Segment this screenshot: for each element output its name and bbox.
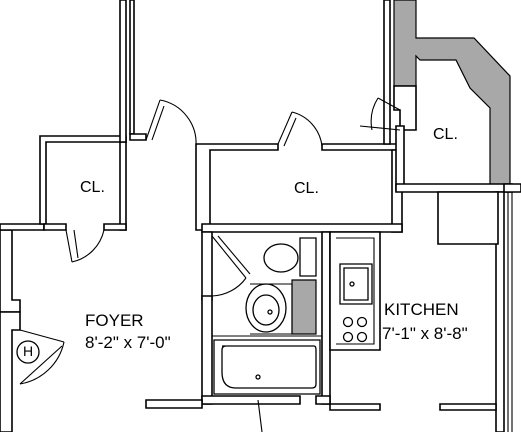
right-closet xyxy=(393,0,521,193)
toilet-tank xyxy=(299,237,317,277)
kitchen-right-wall xyxy=(437,191,513,432)
stove-burner xyxy=(356,331,368,343)
corridor-walls xyxy=(119,0,147,143)
heater-icon xyxy=(16,340,40,364)
bottom-walls xyxy=(145,399,497,411)
center-closet-label: CL. xyxy=(294,180,319,197)
bathroom-fixtures xyxy=(213,237,321,432)
kitchen-name: KITCHEN xyxy=(384,300,459,319)
heater-label: H xyxy=(22,343,34,359)
stove-burner xyxy=(342,331,354,343)
kitchen-dimensions: 7'-1" x 8'-8" xyxy=(382,324,468,343)
stove-burner xyxy=(342,316,354,328)
bathroom-walls xyxy=(201,231,331,405)
kitchen-fixtures xyxy=(339,263,373,343)
foyer-dimensions: 8'-2" x 7'-0" xyxy=(85,333,171,352)
left-closet-label: CL. xyxy=(80,179,105,196)
toilet-bowl xyxy=(263,243,299,273)
foyer-name: FOYER xyxy=(85,311,144,330)
doors xyxy=(19,97,401,385)
left-walls xyxy=(0,135,127,432)
stove-burner xyxy=(356,316,368,328)
right-closet-label: CL. xyxy=(433,126,458,143)
